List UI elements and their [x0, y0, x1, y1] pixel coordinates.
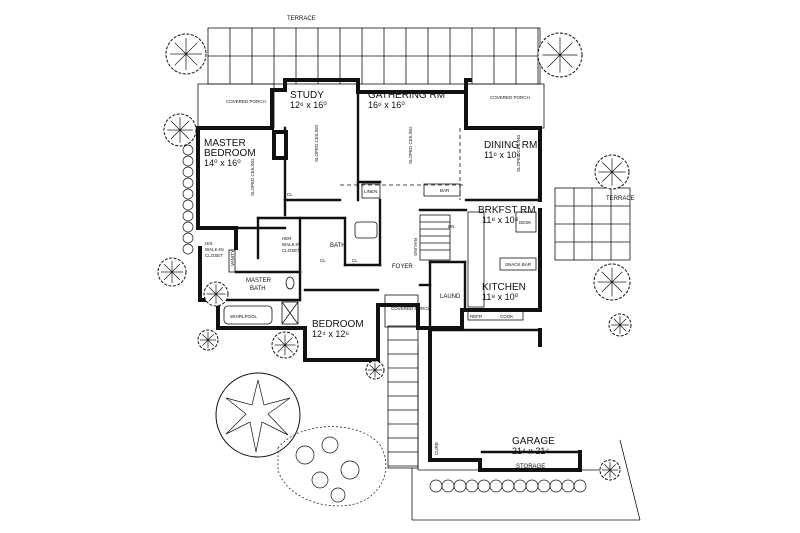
- terrace-paving-right: [554, 187, 631, 261]
- covered-porch-right-label: COVERED PORCH: [490, 95, 530, 100]
- front-walk: [387, 325, 419, 469]
- dining-dim: 11⁶ x 10⁸: [484, 150, 521, 160]
- terrace-right-label: TERRACE: [606, 196, 635, 202]
- study-dim: 12⁶ x 16⁰: [290, 100, 327, 110]
- kitchen-dim: 11⁸ x 10⁰: [482, 292, 519, 302]
- dining-name: DINING RM: [484, 140, 537, 151]
- covered-porch-front: [384, 294, 419, 328]
- cl-hall-label: CL: [320, 258, 326, 263]
- his-closet-line-3: CLOSET: [205, 253, 223, 258]
- curb-label: CURB: [434, 442, 439, 455]
- study-name: STUDY: [290, 90, 324, 101]
- vanity-label: VANITY: [230, 250, 235, 266]
- master-bath-name-2: BATH: [250, 286, 266, 292]
- his-closet-line-1: HIS: [205, 241, 213, 246]
- master-bedroom-name-2: BEDROOM: [204, 148, 256, 159]
- her-closet-line-2: WALK-IN: [282, 242, 301, 247]
- snack-bar-label: SNACK BAR: [505, 262, 532, 267]
- linen-label: LINEN: [364, 189, 377, 194]
- cl-bath-label: CL: [352, 258, 358, 263]
- brkfst-dim: 11⁸ x 10⁸: [482, 215, 519, 225]
- his-closet-line-2: WALK-IN: [205, 247, 224, 252]
- terrace-top-label: TERRACE: [287, 16, 316, 22]
- master-bedroom-name-1: MASTER: [204, 138, 246, 149]
- bar-label: BAR: [440, 188, 450, 193]
- side-shrubs: [182, 144, 194, 255]
- whirlpool-label: WHIRLPOOL: [230, 314, 258, 319]
- shower: [281, 301, 299, 325]
- her-closet-line-3: CLOSET: [282, 248, 300, 253]
- landscaping-trees: [157, 32, 632, 481]
- vanity: [228, 249, 236, 273]
- linen-closet: [361, 183, 381, 199]
- storage-name: STORAGE: [516, 464, 545, 470]
- driveway: [411, 345, 641, 521]
- bar-counter: [423, 183, 461, 197]
- cook-label: COOK: [500, 314, 513, 319]
- refr-label: REFR: [470, 314, 483, 319]
- sloped-ceiling-gathering: SLOPED CEILING: [408, 126, 413, 164]
- covered-porch-left-label: COVERED PORCH: [226, 99, 266, 104]
- bath-tub: [354, 221, 378, 239]
- large-tree: [215, 372, 301, 458]
- whirlpool-tub: [223, 305, 273, 325]
- garage-walls: [428, 328, 582, 472]
- railing-label: RAILING: [413, 238, 418, 257]
- sloped-ceiling-dining: SLOPED CEILING: [516, 134, 521, 172]
- gathering-name: GATHERING RM: [368, 90, 445, 101]
- her-closet-line-1: HER: [282, 236, 292, 241]
- bedroom-dim: 12⁴ x 12⁶: [312, 329, 349, 339]
- foyer-name: FOYER: [392, 264, 413, 270]
- kitchen-counters: [467, 211, 537, 321]
- desk-label: DESK: [519, 220, 531, 225]
- sloped-ceiling-study: SLOPED CEILING: [314, 124, 319, 162]
- stair: [419, 214, 451, 261]
- bath-name: BATH: [330, 243, 346, 249]
- fireplace: [272, 130, 288, 160]
- garage-hedge: [429, 479, 587, 493]
- garage-name: GARAGE: [512, 436, 555, 447]
- master-bath-name-1: MASTER: [246, 278, 272, 284]
- kitchen-name: KITCHEN: [482, 282, 526, 293]
- brkfst-name: BRKFST RM: [478, 205, 536, 216]
- cl-study-label: CL: [287, 192, 293, 197]
- laund-name: LAUND: [440, 294, 461, 300]
- covered-porch-right: [465, 83, 545, 129]
- gathering-dim: 16⁶ x 16⁰: [368, 100, 405, 110]
- master-bedroom-dim: 14⁰ x 16⁰: [204, 158, 241, 168]
- toilet: [285, 276, 295, 290]
- terrace-paving-top: [207, 27, 541, 85]
- sloped-ceiling-master: SLOPED CEILING: [250, 158, 255, 196]
- covered-porch-left: [197, 83, 275, 129]
- covered-porch-front-label: COVERED PORCH: [391, 306, 431, 311]
- dn-label: DN: [448, 224, 455, 229]
- shrub-bed: [277, 426, 387, 507]
- bedroom-name: BEDROOM: [312, 319, 364, 330]
